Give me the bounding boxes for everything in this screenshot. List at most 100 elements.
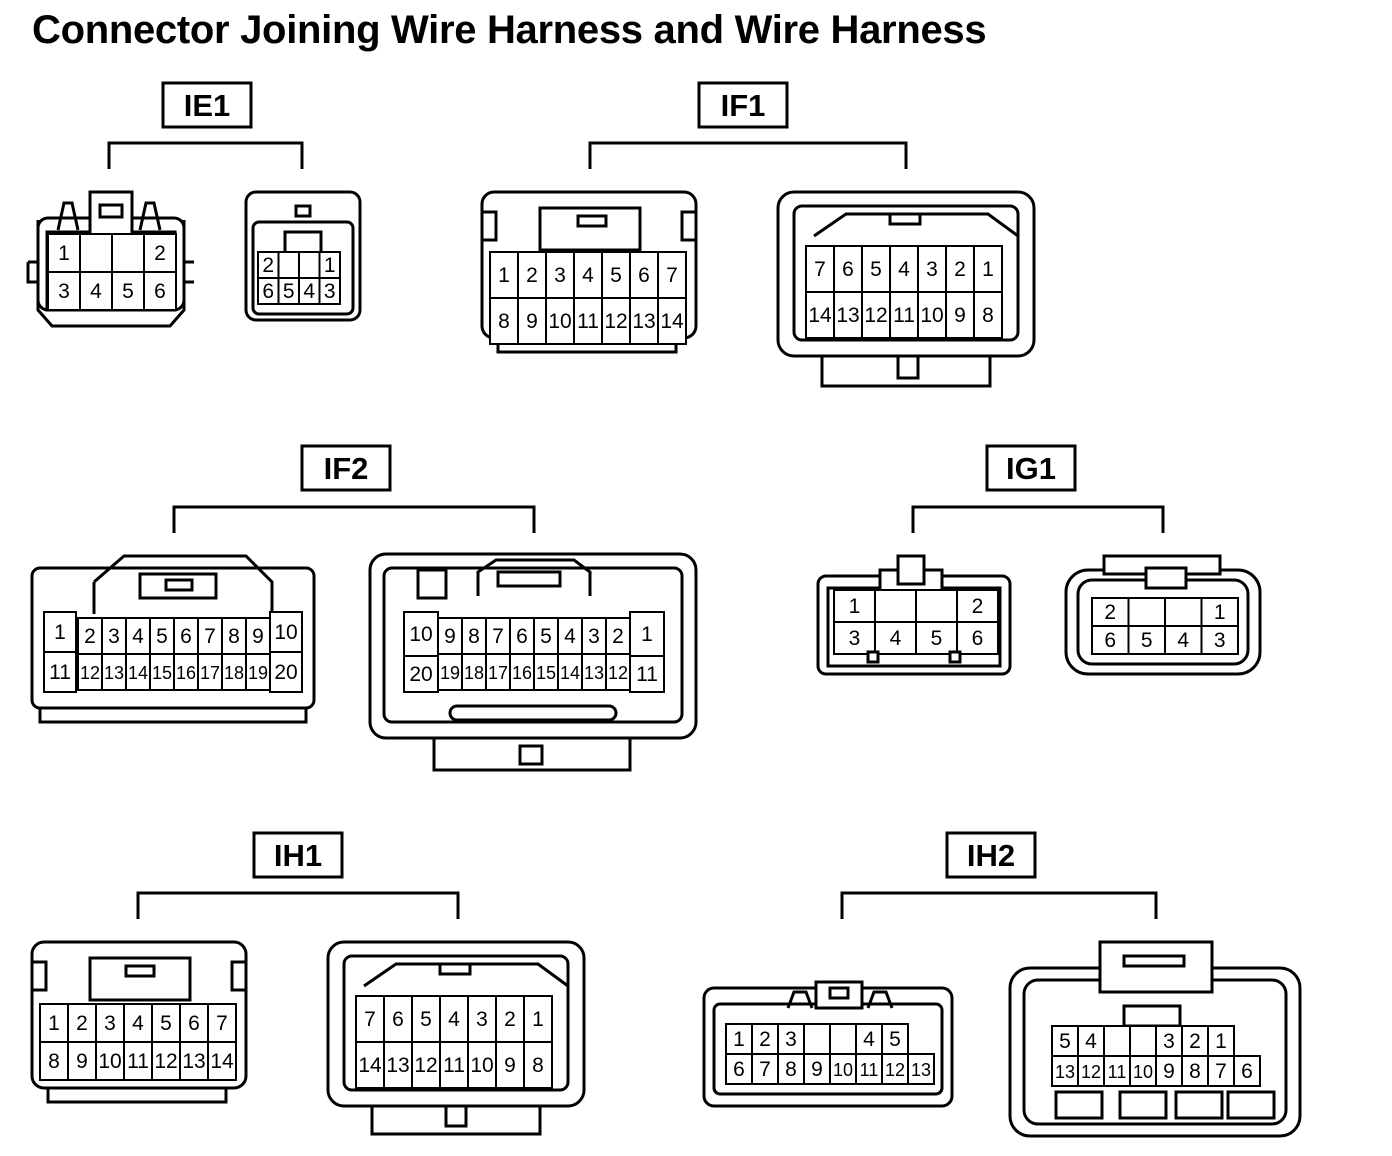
outline-stroke — [680, 210, 696, 242]
pin-cell — [221, 653, 247, 691]
outline-stroke — [482, 210, 498, 242]
housing-shape — [124, 964, 156, 978]
pin-cell — [829, 1053, 857, 1085]
pin-number: 5 — [870, 258, 882, 281]
outline-stroke — [476, 558, 592, 596]
pin-cell — [973, 291, 1003, 339]
pin-cell — [517, 251, 547, 299]
housing-shape — [896, 554, 926, 586]
pin-cell — [629, 655, 665, 693]
connector-code: IF1 — [721, 88, 766, 123]
pin-cell — [411, 1041, 441, 1089]
housing-shape — [46, 1086, 228, 1104]
outline-stroke — [230, 960, 246, 992]
housing-shape — [448, 704, 618, 722]
pin-number: 11 — [860, 1060, 879, 1080]
pin-number: 2 — [759, 1028, 771, 1051]
pin-number: 4 — [90, 280, 102, 303]
pin-number: 14 — [210, 1050, 234, 1073]
pin-number: 1 — [641, 623, 653, 646]
pin-number: 20 — [274, 661, 297, 684]
pin-number: 6 — [1104, 629, 1116, 652]
pin-number: 3 — [588, 625, 600, 648]
pin-number: 5 — [540, 625, 552, 648]
pin-number: 4 — [448, 1008, 460, 1031]
pin-number: 1 — [1215, 1030, 1227, 1053]
pin-number: 4 — [132, 1012, 144, 1035]
outline-stroke — [32, 960, 48, 992]
pin-number: 11 — [49, 661, 71, 684]
pin-number: 8 — [532, 1054, 544, 1077]
pin-number: 6 — [392, 1008, 404, 1031]
pin-number: 5 — [889, 1028, 901, 1051]
pin-cell — [43, 611, 77, 653]
pin-cell — [751, 1023, 779, 1055]
pin-number: 2 — [612, 625, 624, 648]
pin-number: 2 — [972, 595, 984, 618]
pin-number: 6 — [180, 625, 192, 648]
outline-stroke — [840, 891, 1158, 919]
pin-number: 5 — [122, 280, 134, 303]
pin-cell — [1103, 1025, 1131, 1057]
connector-label-if2: IF2 — [172, 444, 536, 533]
pin-number: 8 — [498, 310, 510, 333]
pin-number: 10 — [1133, 1062, 1153, 1082]
outline-stroke — [26, 260, 40, 284]
pin-number: 7 — [759, 1058, 771, 1081]
pin-number: 11 — [1108, 1062, 1127, 1082]
pin-number: 9 — [1163, 1060, 1175, 1083]
pin-cell — [79, 271, 113, 311]
pin-number: 13 — [1055, 1062, 1075, 1082]
connector-label-ih1: IH1 — [136, 831, 460, 919]
pin-cell — [917, 291, 947, 339]
connector-label-ig1: IG1 — [911, 444, 1165, 533]
pin-number: 11 — [443, 1054, 465, 1077]
pin-number: 8 — [785, 1058, 797, 1081]
housing-shape — [866, 650, 880, 664]
pin-cell — [777, 1053, 805, 1085]
housing-shape — [38, 706, 308, 724]
pin-cell — [1164, 625, 1203, 655]
pin-cell — [1051, 1055, 1079, 1087]
pin-number: 7 — [492, 625, 504, 648]
pin-cell — [1164, 597, 1203, 627]
pin-cell — [77, 653, 103, 691]
pin-number: 11 — [636, 663, 658, 686]
pin-number: 4 — [1085, 1030, 1097, 1053]
pin-cell — [173, 653, 199, 691]
housing-shape — [138, 572, 218, 600]
pin-number: 13 — [911, 1060, 931, 1080]
housing-shape — [538, 206, 642, 252]
pin-number: 10 — [920, 304, 943, 327]
pin-cell — [1129, 1055, 1157, 1087]
pin-number: 7 — [1215, 1060, 1227, 1083]
housing-shape — [294, 204, 312, 218]
pin-cell — [657, 297, 687, 345]
pin-number: 3 — [324, 280, 336, 303]
pin-number: 2 — [262, 254, 274, 277]
connector-label-ih2: IH2 — [840, 831, 1158, 919]
pin-number: 1 — [733, 1028, 745, 1051]
pin-number: 6 — [972, 627, 984, 650]
pin-cell — [437, 653, 463, 691]
pin-number: 3 — [1163, 1030, 1175, 1053]
pin-number: 3 — [476, 1008, 488, 1031]
label-box — [300, 444, 392, 492]
pin-cell — [123, 1041, 153, 1081]
pin-number: 7 — [814, 258, 826, 281]
pin-number: 4 — [898, 258, 910, 281]
pin-cell — [1129, 1025, 1157, 1057]
pin-number: 4 — [890, 627, 902, 650]
pin-number: 13 — [836, 304, 859, 327]
pin-number: 9 — [444, 625, 456, 648]
pin-cell — [207, 1041, 237, 1081]
pin-number: 5 — [610, 264, 622, 287]
pin-cell — [39, 1003, 69, 1043]
pin-cell — [829, 1023, 857, 1055]
connector-code: IF2 — [324, 451, 369, 486]
